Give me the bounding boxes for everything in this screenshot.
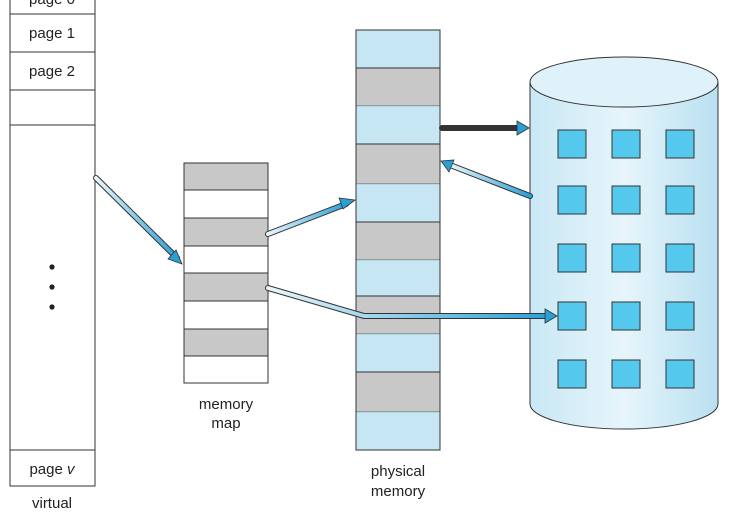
physical-memory-caption-line1: physical bbox=[371, 463, 425, 480]
virtual-memory-caption: virtual bbox=[32, 495, 72, 512]
virtual-page-0-label: page 0 bbox=[29, 0, 75, 8]
arrows bbox=[93, 120, 558, 324]
arrow-map-to-physical bbox=[265, 197, 357, 237]
virtual-page-v-label: page v bbox=[29, 461, 76, 478]
disk-blocks bbox=[557, 129, 695, 389]
disk-backing-store bbox=[529, 56, 719, 430]
virtual-page-1-label: page 1 bbox=[29, 25, 75, 42]
physical-memory: physical memory bbox=[355, 29, 441, 500]
arrow-physical-to-disk bbox=[439, 120, 530, 136]
physical-memory-caption-line2: memory bbox=[371, 483, 426, 500]
memory-map-caption-line2: map bbox=[211, 415, 240, 432]
arrow-map-to-disk bbox=[265, 285, 558, 324]
virtual-ellipsis bbox=[49, 264, 55, 310]
memory-map-caption-line1: memory bbox=[199, 396, 254, 413]
virtual-memory-outline bbox=[9, 0, 96, 487]
memory-map: memory map bbox=[183, 162, 269, 432]
virtual-page-2-label: page 2 bbox=[29, 63, 75, 80]
virtual-memory: page 0 page 1 page 2 page v virtual bbox=[9, 0, 96, 512]
arrow-virtual-to-map bbox=[93, 175, 183, 265]
arrow-disk-to-physical bbox=[440, 159, 533, 199]
